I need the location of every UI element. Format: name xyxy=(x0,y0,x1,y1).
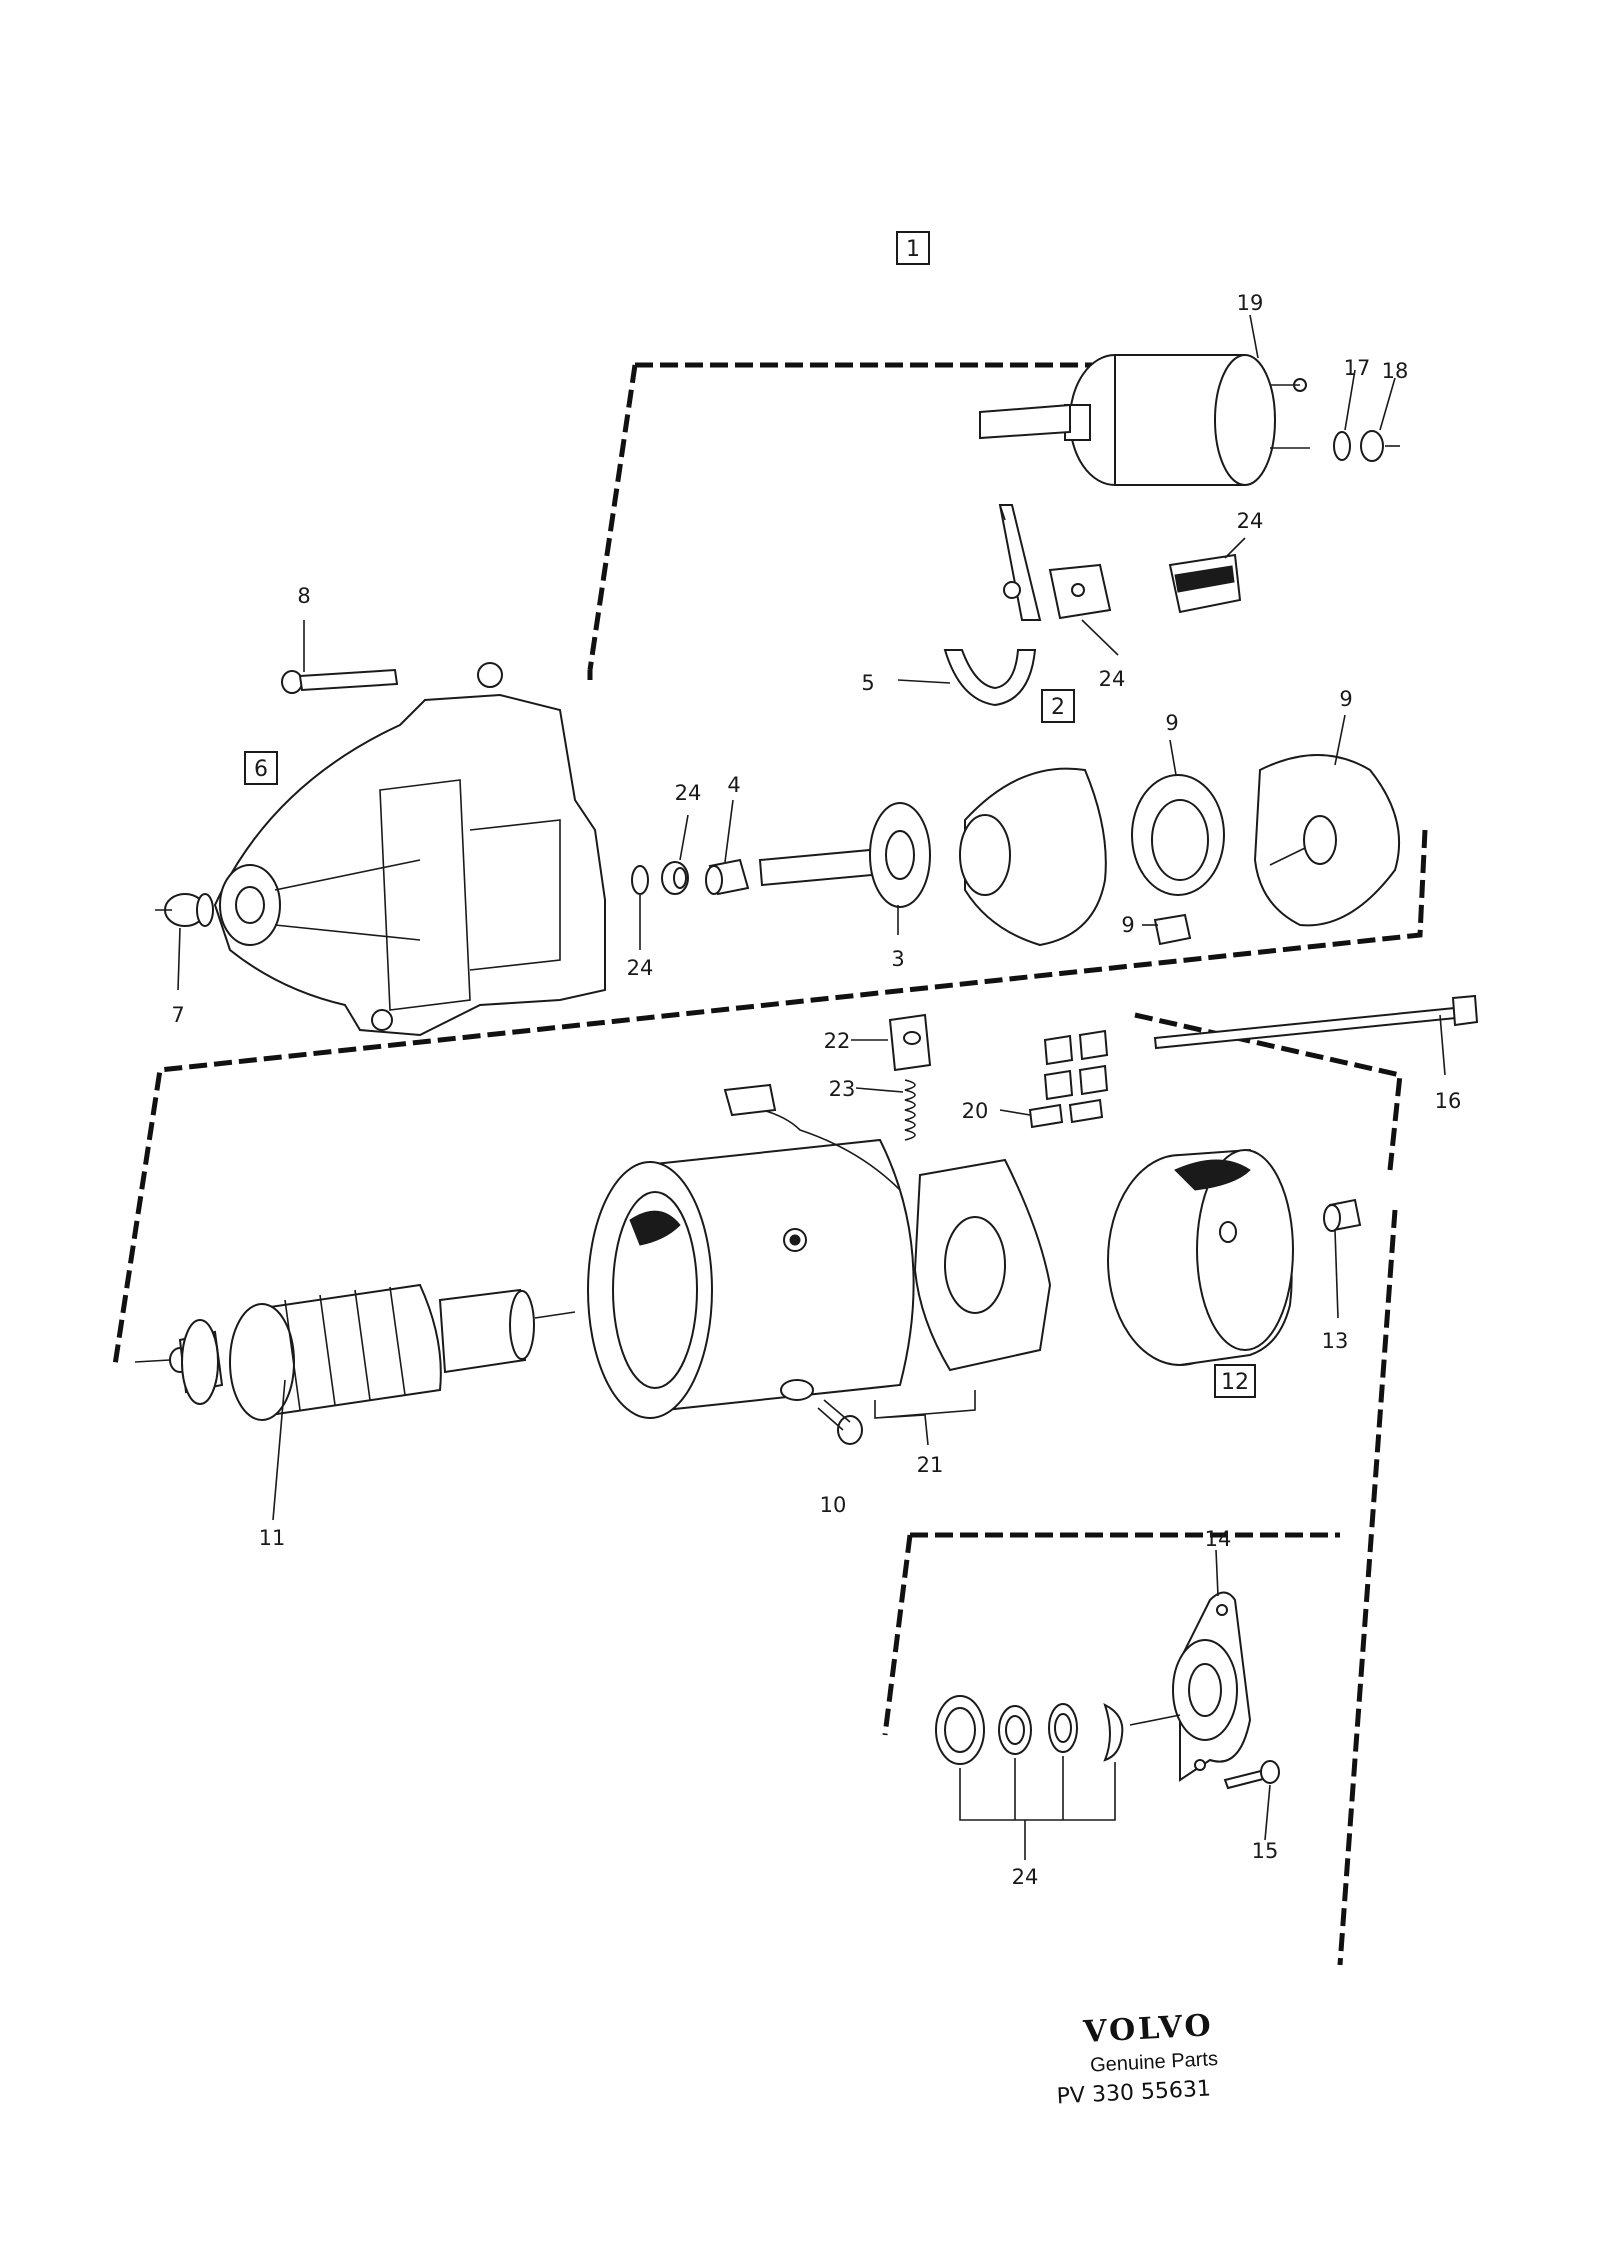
screw-15 xyxy=(1223,1760,1280,1790)
plate-9b xyxy=(1253,754,1401,927)
callout-24d: 24 xyxy=(627,956,654,980)
armature-11 xyxy=(134,1283,576,1421)
commutator-end-cover-12 xyxy=(1107,1148,1294,1366)
callout-5: 5 xyxy=(861,671,874,695)
drive-pinion-3 xyxy=(758,767,1107,947)
shaft-seal-set-24f xyxy=(935,1695,1181,1765)
bushing-4 xyxy=(705,858,750,896)
callout-9a: 9 xyxy=(1165,711,1178,735)
end-cap-14 xyxy=(1172,1591,1252,1782)
callout-9c: 9 xyxy=(1121,913,1134,937)
part-callouts: 19 17 18 24 24 5 8 24 4 24 7 3 9 9 9 22 … xyxy=(171,291,1461,1889)
callout-17: 17 xyxy=(1344,356,1371,380)
callout-24c: 24 xyxy=(675,781,702,805)
callout-box-12: 12 xyxy=(1214,1364,1256,1398)
spring-23 xyxy=(904,1079,916,1141)
washer-24d xyxy=(661,861,689,895)
genuine-parts-label: Genuine Parts xyxy=(1090,2048,1219,2077)
callout-21: 21 xyxy=(917,1453,944,1477)
bolt-8 xyxy=(281,668,399,694)
bushing-7 xyxy=(155,893,214,927)
footer-logo-block: VOLVO Genuine Parts PV 330 55631 xyxy=(1056,2008,1219,2109)
washer-17 xyxy=(1333,431,1351,461)
screw-10 xyxy=(817,1399,863,1445)
callout-3: 3 xyxy=(891,947,904,971)
field-yoke xyxy=(587,1138,915,1419)
drive-end-housing-6 xyxy=(213,662,606,1037)
callout-19: 19 xyxy=(1237,291,1264,315)
terminal-22 xyxy=(888,1013,932,1072)
callout-2: 2 xyxy=(1051,695,1065,720)
callout-16: 16 xyxy=(1435,1089,1462,1113)
callout-24f: 24 xyxy=(1012,1865,1039,1889)
callout-22: 22 xyxy=(824,1029,851,1053)
shim-9c xyxy=(1153,913,1192,946)
circlip-24c xyxy=(631,865,649,895)
callout-15: 15 xyxy=(1252,1839,1279,1863)
callout-10: 10 xyxy=(820,1493,847,1517)
callout-12: 12 xyxy=(1221,1370,1249,1395)
volvo-logo: VOLVO xyxy=(1082,2008,1215,2050)
callout-23: 23 xyxy=(829,1077,856,1101)
callout-24a: 24 xyxy=(1237,509,1264,533)
callout-box-6: 6 xyxy=(244,751,278,785)
callout-13: 13 xyxy=(1322,1329,1349,1353)
solenoid-switch-19 xyxy=(979,354,1310,486)
callout-6: 6 xyxy=(254,757,268,782)
callout-1: 1 xyxy=(906,237,920,262)
callout-8: 8 xyxy=(297,584,310,608)
callout-11: 11 xyxy=(259,1526,286,1550)
callout-4: 4 xyxy=(727,773,740,797)
callout-box-1: 1 xyxy=(896,231,930,265)
through-bolt-16 xyxy=(1153,994,1479,1050)
part-number: PV 330 55631 xyxy=(1056,2076,1211,2109)
shift-lever-5 xyxy=(943,504,1042,707)
ring-gear-9a xyxy=(1131,774,1225,896)
callout-18: 18 xyxy=(1382,359,1409,383)
brush-holder-24a xyxy=(1048,563,1112,620)
callout-9b: 9 xyxy=(1339,687,1352,711)
nut-18 xyxy=(1360,430,1400,462)
callout-7: 7 xyxy=(171,1003,184,1027)
callout-box-2: 2 xyxy=(1041,689,1075,723)
callout-24b: 24 xyxy=(1099,667,1126,691)
leader-lines xyxy=(177,314,1446,1860)
callout-14: 14 xyxy=(1205,1527,1232,1551)
callout-20: 20 xyxy=(962,1099,989,1123)
brush-clips-20 xyxy=(1028,1029,1109,1129)
brush-plate-21 xyxy=(723,1083,1052,1372)
bushing-13 xyxy=(1323,1198,1362,1232)
brush-24b xyxy=(1168,553,1242,614)
